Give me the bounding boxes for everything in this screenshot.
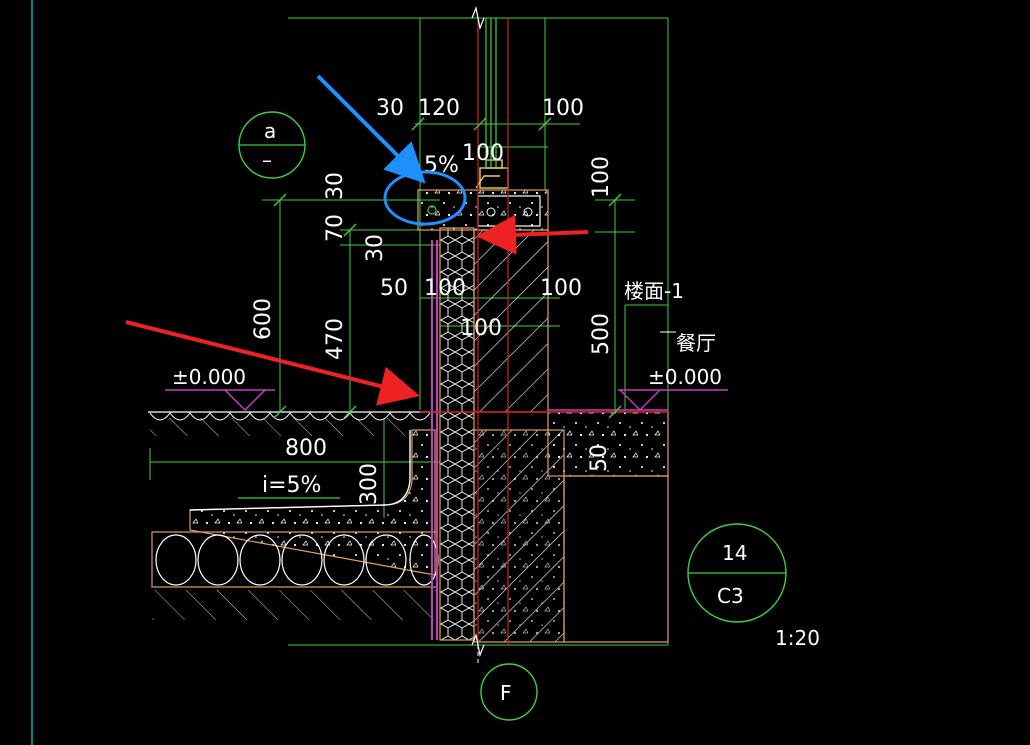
dim-100-mid-left: 100	[424, 276, 466, 301]
dim-ticks	[273, 117, 622, 419]
elev-label-right: ±0.000	[648, 365, 722, 389]
axis-lines	[477, 18, 509, 645]
exterior-ground	[148, 411, 440, 436]
dim-100-top: 100	[542, 96, 584, 121]
ref-bubble-top-text: 14	[722, 541, 747, 565]
apron-edge	[189, 430, 411, 511]
red-arrow-ground	[125, 320, 420, 406]
red-arrow-sill	[476, 214, 589, 255]
room-label: 餐厅	[676, 331, 716, 355]
blue-annotation-arrow	[316, 74, 426, 184]
break-mark-top	[471, 5, 485, 31]
dim-30-top: 30	[376, 96, 404, 121]
dim-30-vertical: 30	[323, 172, 348, 200]
dim-470: 470	[323, 318, 348, 360]
dim-300: 300	[357, 463, 382, 505]
sill-bar	[427, 205, 437, 215]
detail-callout-top-text: a	[264, 119, 276, 143]
axis-bubble[interactable]: F	[480, 663, 538, 721]
detail-callout-a[interactable]: a –	[238, 111, 306, 179]
brick-wall	[473, 229, 549, 413]
dim-120: 120	[418, 96, 460, 121]
dim-70: 70	[323, 214, 348, 242]
break-mark-bottom	[471, 632, 485, 658]
dim-100-under: 100	[462, 141, 504, 166]
dim-50: 50	[380, 276, 408, 301]
ref-bubble-bottom-text: C3	[717, 584, 744, 608]
detail-callout-bottom-text: –	[262, 148, 272, 172]
dim-50-lower: 50	[587, 444, 612, 472]
dim-100-mid-bottom: 100	[460, 316, 502, 341]
scale-label: 1:20	[775, 626, 820, 650]
floor-finish-label: 楼面-1	[624, 279, 684, 303]
elev-marker-left	[165, 389, 275, 412]
slope-label: i=5%	[262, 473, 321, 498]
floor-slab-under	[563, 475, 669, 643]
axis-bubble-text: F	[500, 681, 512, 705]
elev-marker-right	[618, 389, 728, 412]
elev-label-left: ±0.000	[172, 365, 246, 389]
dim-100-mid-right: 100	[540, 276, 582, 301]
sill-bar-3	[523, 207, 533, 217]
dim-100-right: 100	[589, 156, 614, 198]
floor-slab	[547, 411, 669, 477]
dim-600: 600	[251, 298, 276, 340]
dim-500: 500	[589, 313, 614, 355]
reference-bubble[interactable]: 14 C3	[687, 523, 787, 623]
dim-800: 800	[285, 436, 327, 461]
earth-fill	[152, 590, 437, 620]
waterproof-membrane	[431, 240, 438, 640]
dim-30-vertical-2: 30	[363, 234, 388, 262]
window-glass	[485, 18, 497, 168]
